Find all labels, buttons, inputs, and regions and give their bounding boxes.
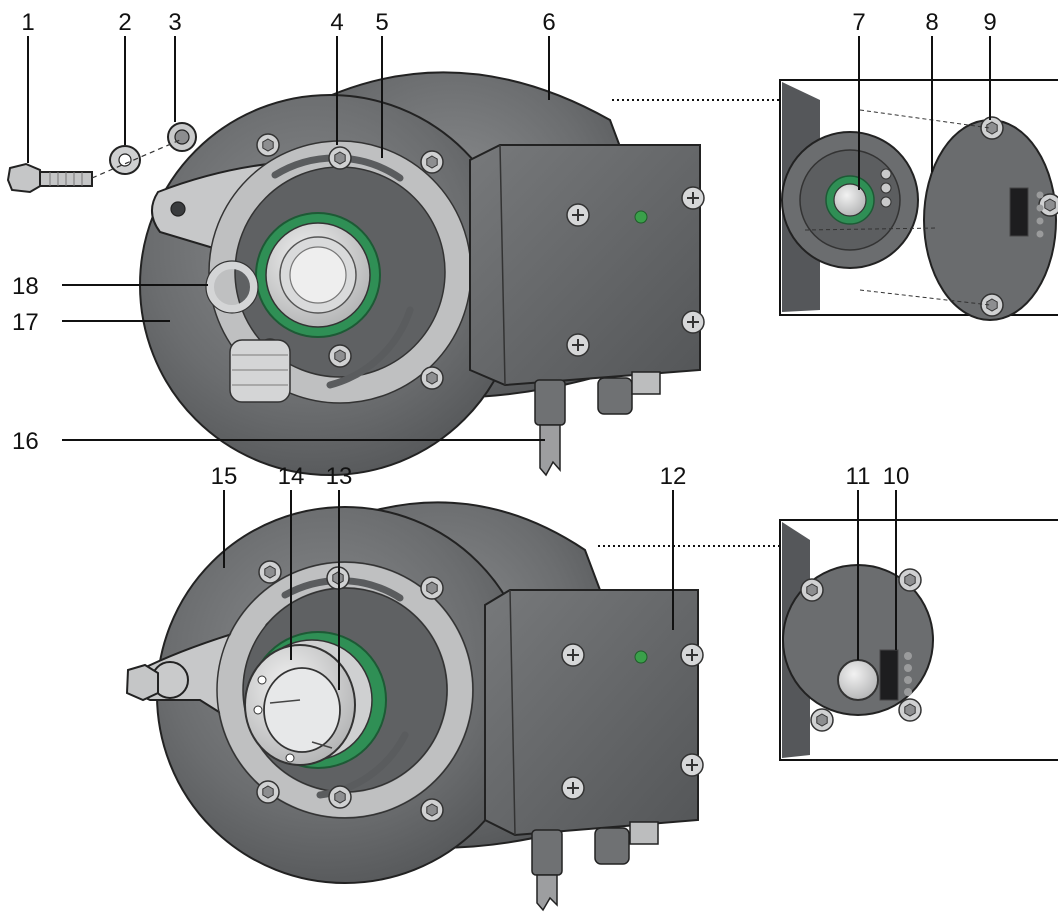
label-7: 7: [852, 9, 865, 36]
label-10: 10: [883, 463, 910, 490]
top-encoder-illustration: [6, 71, 705, 477]
label-2: 2: [118, 9, 131, 36]
inset-shaft-nut: [833, 183, 867, 217]
label-6: 6: [542, 9, 555, 36]
label-16: 16: [12, 428, 39, 455]
label-14: 14: [278, 463, 305, 490]
top-inset-detail: [612, 79, 1058, 321]
bottom-arm-bolt: [125, 661, 189, 702]
top-cable-gland: [229, 339, 291, 403]
label-4: 4: [330, 9, 343, 36]
bottom-status-led: [634, 650, 648, 664]
top-status-led: [634, 210, 648, 224]
callout-lines: [27, 36, 991, 690]
bottom-collet-shaft: [263, 667, 341, 753]
inset-cover-plate: [923, 119, 1057, 321]
label-3: 3: [168, 9, 181, 36]
top-ring-washer: [206, 261, 258, 313]
bottom-connection-box: [484, 589, 699, 837]
label-13: 13: [326, 463, 353, 490]
top-bolt: [6, 162, 93, 194]
top-connector-1: [534, 379, 566, 426]
inset-dip-switches: [1009, 187, 1029, 237]
bottom-encoder-illustration: [125, 501, 704, 912]
label-1: 1: [21, 9, 34, 36]
label-9: 9: [983, 9, 996, 36]
callout-labels: 1 2 3 4 5 6 7 8 9 18 17 16 15 14 13 12 1…: [12, 9, 997, 490]
label-18: 18: [12, 273, 39, 300]
label-8: 8: [925, 9, 938, 36]
top-cable: [539, 424, 561, 477]
label-12: 12: [660, 463, 687, 490]
label-17: 17: [12, 309, 39, 336]
bottom-cable: [536, 874, 558, 912]
top-washer: [109, 145, 141, 175]
label-15: 15: [211, 463, 238, 490]
inset-dip-switches-2: [879, 649, 899, 701]
label-11: 11: [846, 463, 871, 490]
top-connector-2: [597, 377, 633, 415]
label-5: 5: [375, 9, 388, 36]
inset-shaft-end: [837, 659, 879, 701]
